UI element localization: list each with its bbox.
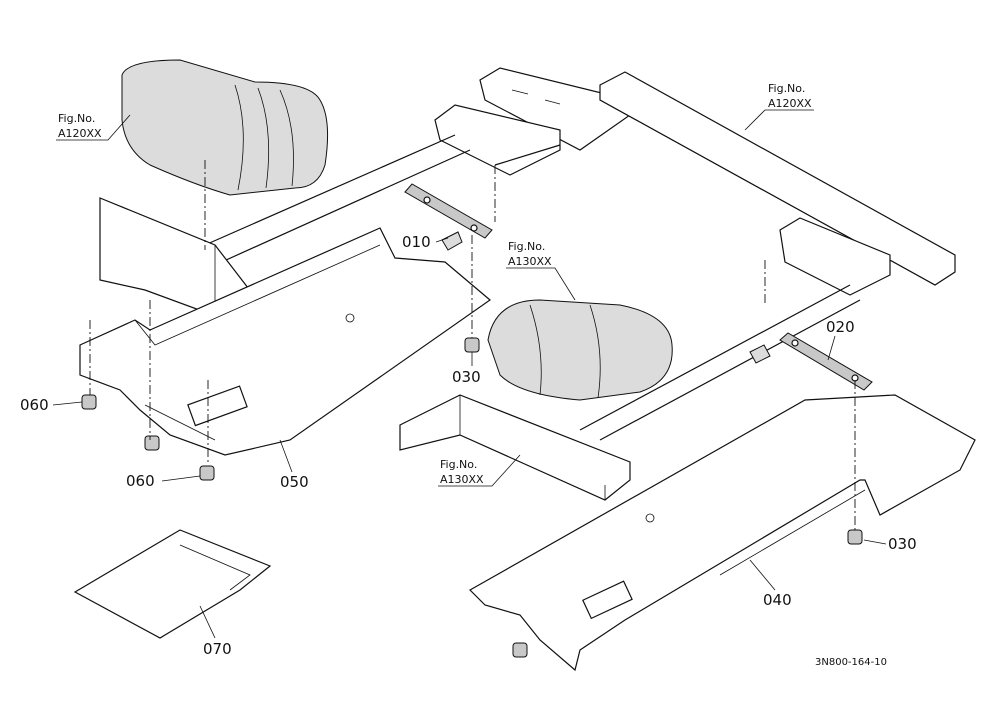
floor-cover-040 xyxy=(469,394,976,672)
fasteners xyxy=(81,337,863,658)
bolt-030-a xyxy=(464,337,480,353)
svg-text:A120XX: A120XX xyxy=(768,97,812,110)
svg-text:060: 060 xyxy=(20,396,49,414)
svg-text:A130XX: A130XX xyxy=(508,255,552,268)
svg-text:060: 060 xyxy=(126,472,155,490)
lower-frame xyxy=(399,394,631,501)
svg-text:050: 050 xyxy=(280,473,309,491)
figref-center: Fig.No. A130XX xyxy=(506,240,576,301)
drawing-code: 3N800-164-10 xyxy=(815,657,887,668)
upper-frame xyxy=(204,67,956,441)
figref-top-left: Fig.No. A120XX xyxy=(56,112,131,141)
svg-text:010: 010 xyxy=(402,233,431,251)
callout-060-left: 060 xyxy=(20,396,83,414)
floor-mat-070 xyxy=(73,529,272,639)
callout-030-left: 030 xyxy=(452,352,481,386)
bracket-020 xyxy=(749,332,873,391)
callout-050: 050 xyxy=(279,439,309,491)
bolt-030-b xyxy=(847,529,863,545)
callout-030-right: 030 xyxy=(863,535,917,553)
floor-cover-050 xyxy=(79,227,491,456)
seat-cushion-left xyxy=(121,59,329,196)
svg-text:Fig.No.: Fig.No. xyxy=(768,82,805,95)
callout-010: 010 xyxy=(402,233,449,251)
svg-text:070: 070 xyxy=(203,640,232,658)
svg-text:Fig.No.: Fig.No. xyxy=(58,112,95,125)
callout-040: 040 xyxy=(749,559,792,609)
svg-text:020: 020 xyxy=(826,318,855,336)
seat-cushion-center xyxy=(487,299,673,401)
figref-top-right: Fig.No. A120XX xyxy=(744,82,814,131)
svg-text:A130XX: A130XX xyxy=(440,473,484,486)
svg-text:030: 030 xyxy=(888,535,917,553)
bolt-060-b xyxy=(144,435,160,451)
svg-text:Fig.No.: Fig.No. xyxy=(440,458,477,471)
svg-text:A120XX: A120XX xyxy=(58,127,102,140)
svg-text:Fig.No.: Fig.No. xyxy=(508,240,545,253)
svg-text:030: 030 xyxy=(452,368,481,386)
assembly-lines xyxy=(89,160,856,530)
callout-060-bottom: 060 xyxy=(126,472,201,490)
bracket-010 xyxy=(404,183,493,251)
callout-020: 020 xyxy=(826,318,855,361)
svg-text:040: 040 xyxy=(763,591,792,609)
bolt-060-a xyxy=(81,394,97,410)
figref-lower-mid: Fig.No. A130XX xyxy=(438,454,521,487)
callout-070: 070 xyxy=(199,605,232,658)
bolt-060-c xyxy=(199,465,215,481)
bolt-bottom xyxy=(512,642,528,658)
